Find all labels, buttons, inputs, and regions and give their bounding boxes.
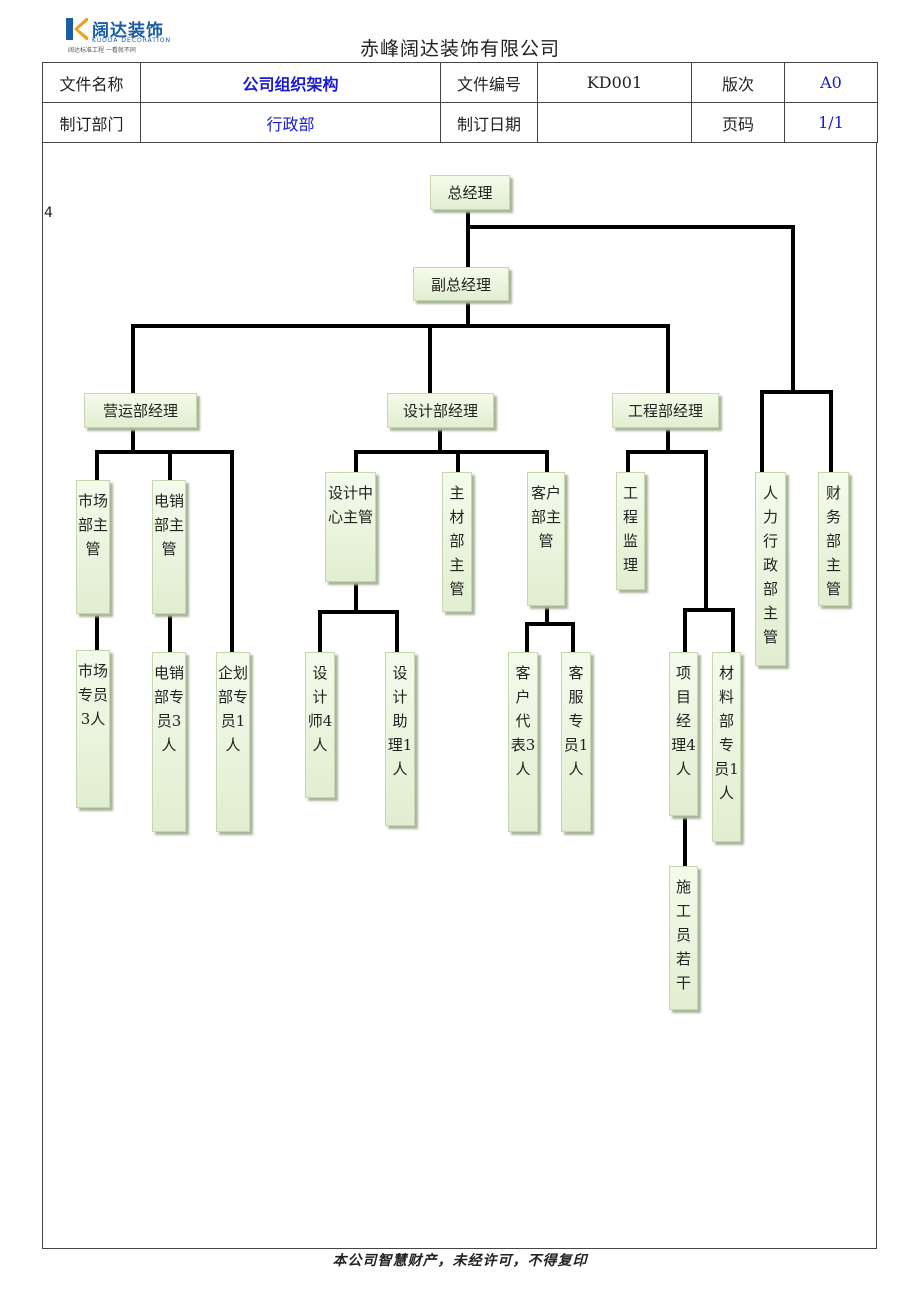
stray-mark: 4 [44,205,53,221]
date-value [537,102,692,143]
page-value: 1/1 [784,102,878,143]
date-label: 制订日期 [440,102,538,143]
file-name-label: 文件名称 [42,62,141,103]
connector-design-bus [354,426,549,474]
connector-gm-right [466,225,795,394]
node-project-manager: 项目经理4人 [669,652,698,816]
connector-client-sub [525,604,575,654]
node-deputy-gm: 副总经理 [413,267,509,301]
node-planning-staff: 企划部专员1人 [216,652,250,832]
node-hr-supervisor: 人力行政部主管 [755,472,786,666]
node-general-manager: 总经理 [430,175,510,210]
document-header-table: 文件名称 公司组织架构 文件编号 KD001 版次 A0 制订部门 行政部 制订… [42,62,878,143]
file-no-value: KD001 [537,62,692,103]
version-label: 版次 [691,62,785,103]
node-material-supervisor: 主材部主管 [442,472,472,612]
node-finance-supervisor: 财务部主管 [818,472,849,606]
logo-slogan: 阔达标准工程 一看就不同 [68,47,136,54]
company-name: 赤峰阔达装饰有限公司 [360,38,561,60]
connector-eng-sub [683,608,735,654]
version-value: A0 [784,62,878,103]
node-material-staff: 材料部专员1人 [712,652,741,842]
dept-value: 行政部 [140,102,441,143]
connector-design-center-sub [318,580,399,654]
content-frame [42,143,877,1249]
node-designer: 设计师4人 [305,652,335,798]
node-tele-staff: 电销部专员3人 [152,652,186,832]
dept-label: 制订部门 [42,102,141,143]
node-tele-supervisor: 电销部主管 [152,480,186,614]
node-eng-manager: 工程部经理 [612,393,719,428]
page-label: 页码 [691,102,785,143]
logo-mark-icon [66,18,88,40]
company-logo: 阔达装饰 KUODA DECORATION 阔达标准工程 一看就不同 [66,16,186,54]
node-client-supervisor: 客户部主管 [527,472,565,606]
node-design-manager: 设计部经理 [387,393,494,428]
footer-notice: 本公司智慧财产，未经许可，不得复印 [332,1253,588,1269]
file-name-value: 公司组织架构 [140,62,441,103]
node-eng-supervisor: 工程监理 [616,472,645,590]
logo-brand: 阔达装饰 [92,21,164,41]
node-market-staff: 市场专员3人 [76,650,110,808]
node-design-center: 设计中心主管 [325,472,376,582]
connector-eng-bus [626,426,708,612]
logo-english: KUODA DECORATION [92,37,171,44]
node-construction-workers: 施工员若干 [669,866,698,1010]
node-market-supervisor: 市场部主管 [76,480,110,614]
node-service-staff: 客服专员1人 [561,652,591,832]
node-ops-manager: 营运部经理 [84,393,197,428]
connector-ops-bus [95,426,234,652]
node-design-assistant: 设计助理1人 [385,652,415,826]
node-client-rep: 客户代表3人 [508,652,538,832]
